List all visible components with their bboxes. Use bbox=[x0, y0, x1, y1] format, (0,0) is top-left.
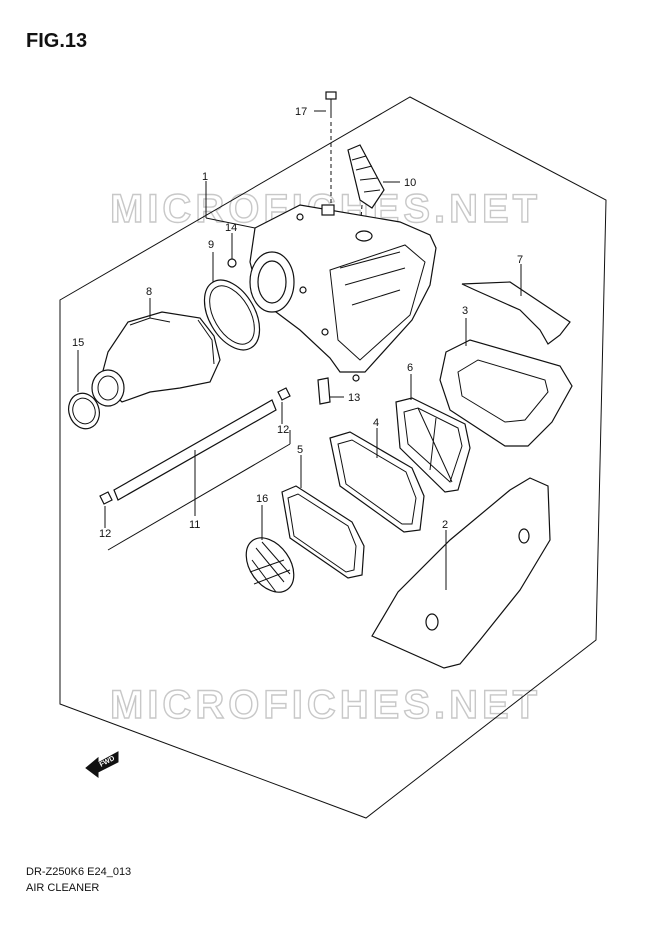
callout-16: 16 bbox=[256, 493, 268, 505]
callout-17: 17 bbox=[295, 106, 307, 118]
forward-arrow-icon: FWD bbox=[85, 751, 119, 778]
diagram-code: DR-Z250K6 E24_013 bbox=[26, 866, 132, 878]
callout-8: 8 bbox=[146, 286, 152, 298]
part-6-holder-frame bbox=[395, 374, 471, 493]
callout-1: 1 bbox=[202, 171, 208, 183]
callout-15: 15 bbox=[72, 337, 84, 349]
part-3-filter-element bbox=[439, 318, 573, 447]
part-13-drain-plug bbox=[317, 377, 344, 405]
callout-10: 10 bbox=[404, 177, 416, 189]
part-16-screen bbox=[245, 505, 295, 593]
part-15-clamp bbox=[68, 350, 100, 430]
callout-4: 4 bbox=[373, 417, 379, 429]
callout-13: 13 bbox=[348, 392, 360, 404]
assembly-outline bbox=[59, 96, 607, 819]
callout-12-upper: 12 bbox=[277, 424, 289, 436]
callout-5: 5 bbox=[297, 444, 303, 456]
part-17-bolt bbox=[314, 91, 337, 210]
part-14-clip bbox=[227, 233, 237, 268]
diagram-name: AIR CLEANER bbox=[26, 882, 100, 894]
part-11-drain-tube bbox=[107, 399, 291, 551]
figure-title: FIG.13 bbox=[26, 30, 88, 52]
part-9-clamp bbox=[203, 252, 261, 351]
callout-7: 7 bbox=[517, 254, 523, 266]
watermark-bottom: MICROFICHES.NET bbox=[110, 683, 541, 727]
part-5-seal bbox=[281, 455, 365, 579]
part-8-intake-boot bbox=[91, 298, 221, 407]
callout-6: 6 bbox=[407, 362, 413, 374]
callout-11: 11 bbox=[189, 519, 200, 531]
part-12-clip-upper bbox=[277, 387, 291, 424]
part-4-gasket bbox=[329, 428, 425, 533]
part-12-clip-lower bbox=[99, 491, 113, 528]
callout-3: 3 bbox=[462, 305, 468, 317]
callout-12-lower: 12 bbox=[99, 528, 111, 540]
part-2-cover bbox=[371, 477, 551, 669]
part-7-element-cap bbox=[461, 264, 571, 345]
callout-9: 9 bbox=[208, 239, 214, 251]
callout-2: 2 bbox=[442, 519, 448, 531]
part-1-case bbox=[205, 181, 437, 382]
callout-14: 14 bbox=[225, 222, 237, 234]
